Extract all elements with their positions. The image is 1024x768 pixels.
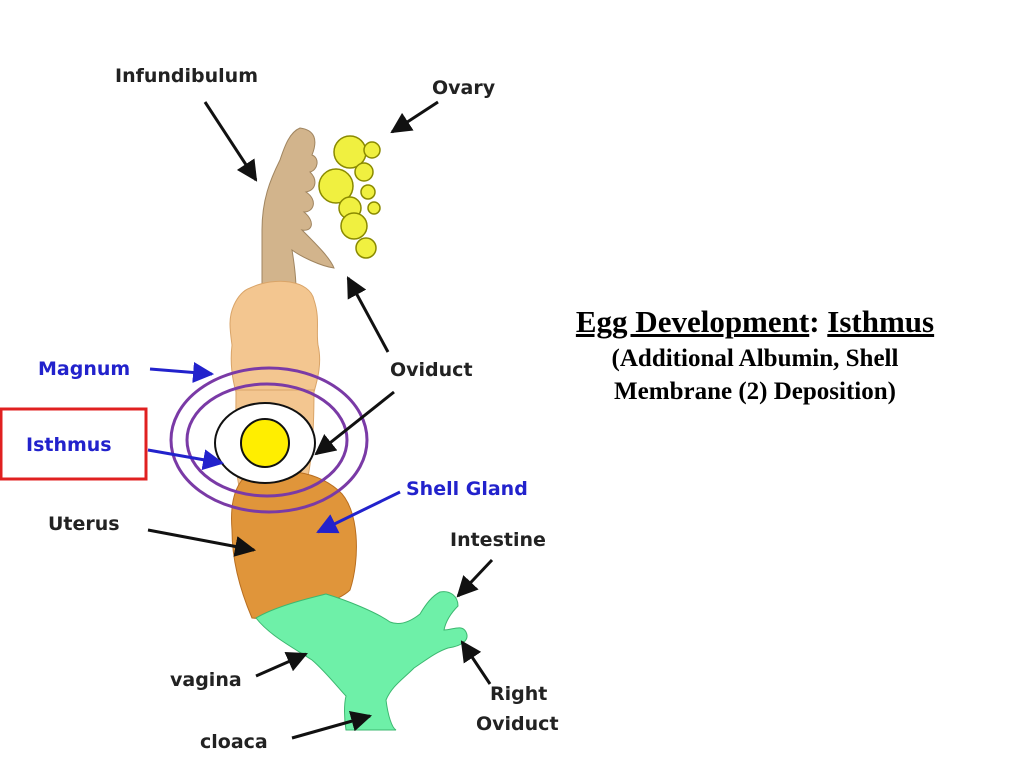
slide-title-block: Egg Development: Isthmus (Additional Alb… xyxy=(515,302,995,408)
isthmus-rings xyxy=(169,366,369,514)
yolk xyxy=(240,418,290,468)
reproductive-tract-diagram: Infundibulum Ovary Magnum Oviduct Isthmu… xyxy=(0,65,559,753)
title-separator: : xyxy=(809,304,820,339)
subtitle-line-1: (Additional Albumin, Shell xyxy=(611,345,899,372)
subtitle-line-2: Membrane (2) Deposition) xyxy=(614,378,896,405)
label-shell-gland: Shell Gland xyxy=(406,478,528,500)
arrow-isthmus xyxy=(147,448,225,471)
label-infundibulum: Infundibulum xyxy=(115,65,258,87)
arrow-vagina xyxy=(255,652,308,678)
label-isthmus: Isthmus xyxy=(26,434,112,456)
infundibulum xyxy=(261,127,335,293)
isthmus-highlight-box xyxy=(0,407,148,481)
magnum xyxy=(229,280,321,393)
label-intestine: Intestine xyxy=(450,529,546,551)
label-arrows xyxy=(147,100,494,740)
title-stage: Isthmus xyxy=(827,304,935,339)
cloaca xyxy=(255,591,468,731)
label-arrows-blue xyxy=(147,362,401,534)
egg xyxy=(214,402,316,484)
arrow-right-oviduct xyxy=(460,640,492,685)
arrow-ovary xyxy=(390,100,439,134)
label-uterus: Uterus xyxy=(48,513,120,535)
label-vagina: vagina xyxy=(170,669,242,691)
arrow-oviduct-lower xyxy=(314,390,395,456)
arrow-shell-gland xyxy=(316,490,401,534)
label-ovary: Ovary xyxy=(432,77,496,99)
arrow-magnum xyxy=(149,362,215,383)
arrow-oviduct-upper xyxy=(346,276,390,353)
title-main: Egg Development xyxy=(575,304,810,339)
arrow-infundibulum xyxy=(203,101,258,182)
arrow-cloaca xyxy=(291,711,373,740)
arrow-intestine xyxy=(456,558,494,598)
ovary xyxy=(318,135,381,259)
arrow-uterus xyxy=(147,528,257,557)
label-right-oviduct-line2: Oviduct xyxy=(476,713,559,735)
label-oviduct: Oviduct xyxy=(390,359,473,381)
slide-title: Egg Development: Isthmus xyxy=(515,302,995,342)
label-cloaca: cloaca xyxy=(200,731,268,753)
label-right-oviduct-line1: Right xyxy=(490,683,547,705)
label-magnum: Magnum xyxy=(38,358,130,380)
